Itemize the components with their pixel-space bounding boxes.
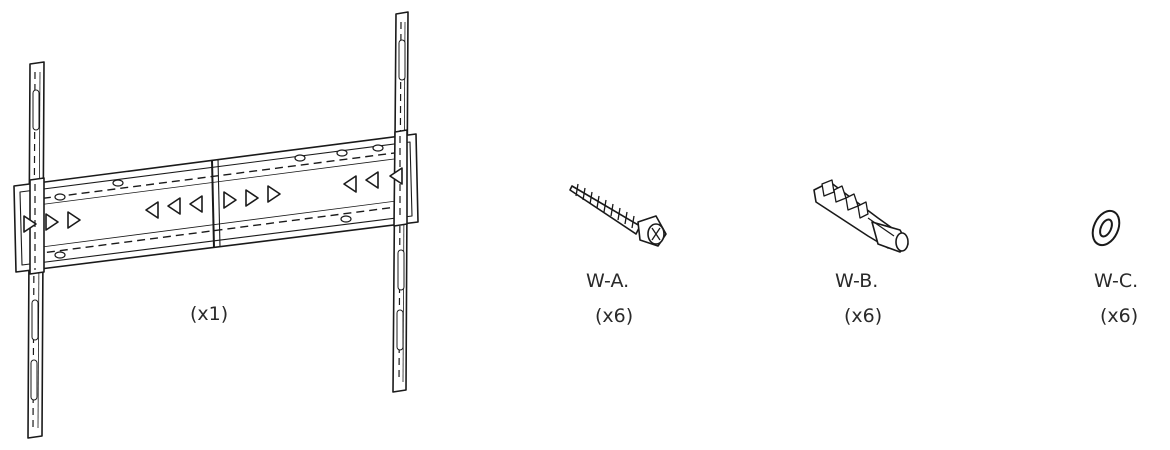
part-w-b-quantity-label: (x6) (844, 305, 883, 327)
screw-icon (569, 183, 667, 247)
part-w-a-code-label: W-A. (586, 270, 630, 292)
part-w-c-code-label: W-C. (1094, 270, 1139, 292)
part-w-a-quantity-label: (x6) (595, 305, 634, 327)
wall-anchor-icon (813, 179, 909, 253)
part-w-b-code-label: W-B. (835, 270, 879, 292)
part-w-c-quantity-label: (x6) (1100, 305, 1139, 327)
washer-icon (1091, 209, 1121, 247)
bracket-quantity-label: (x1) (190, 303, 229, 325)
